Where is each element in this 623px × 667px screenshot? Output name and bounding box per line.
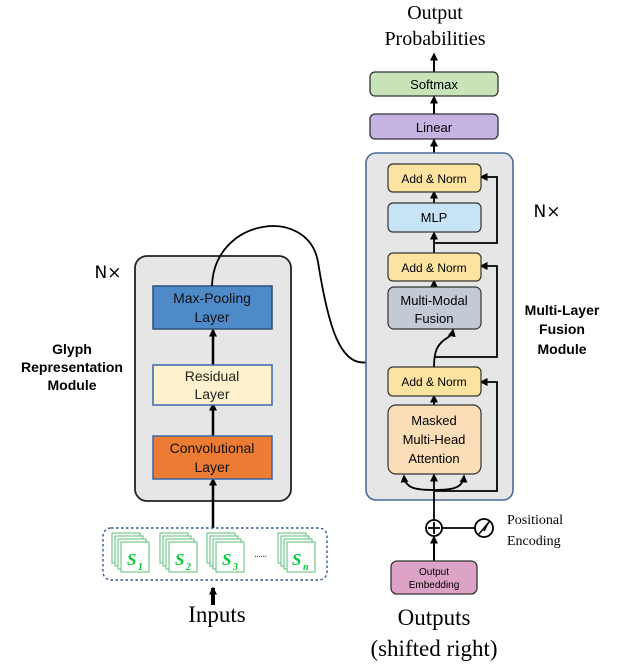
fusion-module-label-line2: Fusion	[539, 321, 585, 337]
inputs-strip	[102, 527, 328, 581]
max-pooling-label-line2: Layer	[194, 309, 229, 325]
glyph-module-label: Glyph Representation Module	[21, 341, 123, 393]
glyph-module-label-line1: Glyph	[52, 341, 92, 357]
attention-input-left	[400, 474, 435, 491]
output-probabilities-line1: Output	[407, 2, 463, 24]
softmax-label: Softmax	[410, 77, 458, 92]
add-norm-box-top	[387, 163, 482, 193]
add-norm-label-top: Add & Norm	[401, 172, 466, 186]
add-norm-label-middle: Add & Norm	[401, 261, 466, 275]
residual-label-line2: Layer	[194, 386, 229, 402]
max-pooling-label-line1: Max-Pooling	[173, 290, 251, 306]
input-glyph-2: S 2	[159, 532, 198, 573]
attention-input-right	[433, 474, 468, 491]
glyph-repeat-label: N×	[95, 263, 122, 283]
residual-layer	[152, 364, 273, 406]
positional-encoding-icon	[474, 518, 494, 538]
convolutional-layer	[152, 435, 273, 480]
addnorm-to-fusion-connector	[433, 328, 456, 368]
add-norm-label-bottom: Add & Norm	[401, 375, 466, 389]
residual-mlp-connector	[434, 173, 498, 244]
fusion-repeat-label: N×	[534, 202, 561, 222]
fusion-module-label-line3: Module	[538, 341, 587, 357]
max-pooling-layer	[152, 285, 273, 330]
input-glyph-n: S n	[277, 532, 316, 573]
output-embedding-line1: Output	[419, 567, 449, 578]
add-norm-box-bottom	[387, 366, 482, 397]
input-ellipsis: ......	[254, 548, 267, 560]
mlp-box	[387, 202, 482, 233]
mlp-label: MLP	[421, 210, 448, 225]
convolutional-label-line1: Convolutional	[170, 440, 255, 456]
input-glyph-3: S 3	[206, 532, 245, 573]
input-glyph-1: S 1	[111, 532, 150, 573]
add-norm-box-middle	[387, 252, 482, 282]
fusion-module-label-line1: Multi-Layer	[525, 302, 600, 318]
attention-label-line3: Attention	[408, 451, 459, 466]
input-subscript-n: n	[303, 562, 309, 573]
output-embedding-box	[390, 560, 478, 595]
positional-label-line2: Encoding	[507, 534, 561, 549]
inputs-label: Inputs	[188, 602, 246, 627]
input-symbol-1: S	[127, 550, 136, 569]
output-probabilities-line2: Probabilities	[384, 28, 485, 50]
input-subscript-2: 2	[185, 562, 191, 573]
residual-label-line1: Residual	[185, 368, 239, 384]
positional-label-line1: Positional	[507, 513, 563, 528]
glyph-module-label-line3: Module	[48, 377, 97, 393]
residual-attention-connector	[434, 378, 498, 492]
output-embedding-line2: Embedding	[409, 580, 460, 591]
outputs-label-line2: (shifted right)	[370, 636, 497, 661]
residual-fusion-connector	[434, 262, 498, 358]
attention-label-line2: Multi-Head	[403, 432, 466, 447]
fusion-label-line2: Fusion	[414, 311, 453, 326]
input-symbol-2: S	[175, 550, 184, 569]
input-symbol-3: S	[222, 550, 231, 569]
glyph-module-label-line2: Representation	[21, 359, 123, 375]
convolutional-label-line2: Layer	[194, 459, 229, 475]
input-subscript-3: 3	[232, 562, 238, 573]
multi-modal-fusion-box	[387, 286, 482, 330]
fusion-label-line1: Multi-Modal	[400, 293, 467, 308]
input-subscript-1: 1	[138, 562, 143, 573]
input-symbol-n: S	[292, 550, 301, 569]
linear-label: Linear	[416, 120, 453, 135]
fusion-module-label: Multi-Layer Fusion Module	[525, 302, 600, 357]
attention-label-line1: Masked	[411, 413, 457, 428]
outputs-label-line1: Outputs	[398, 605, 471, 630]
